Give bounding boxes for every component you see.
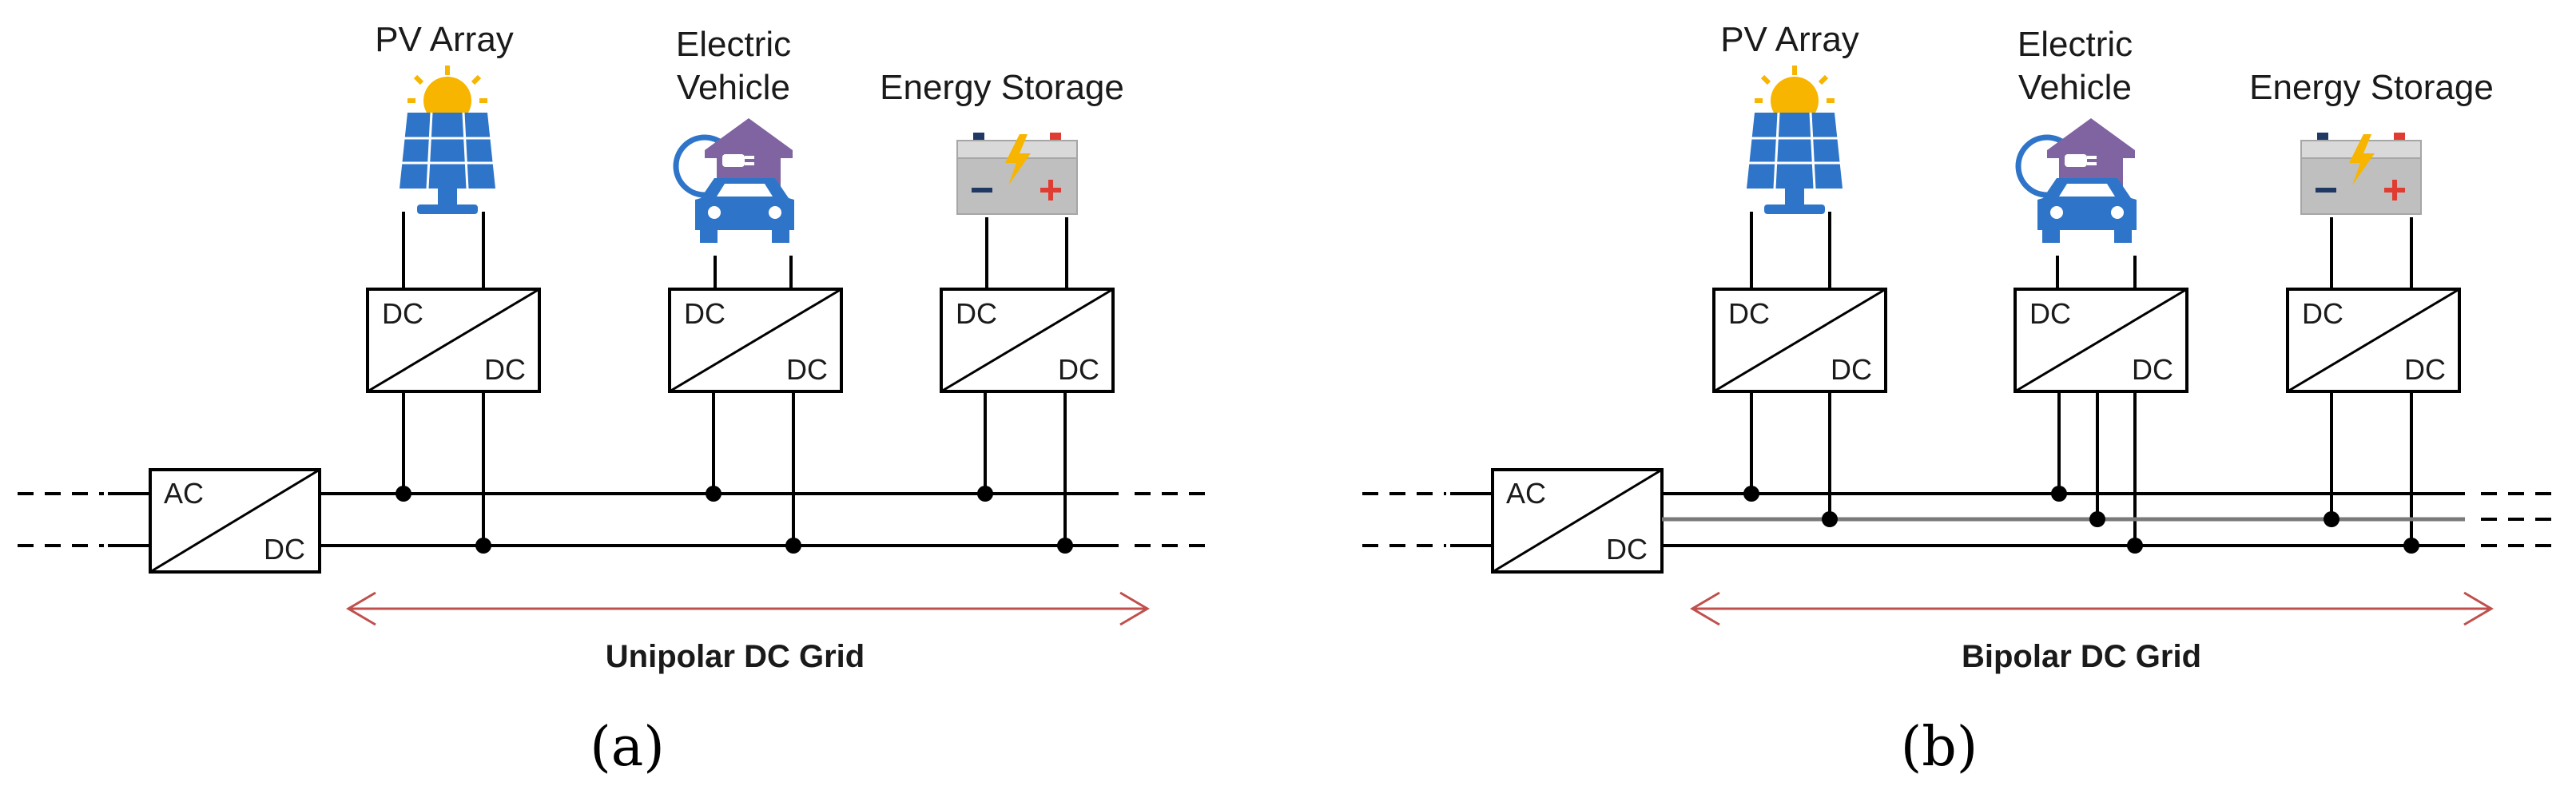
ev-label-line1: Electric [676,25,791,64]
pv-array-label: PV Array [1720,20,1859,59]
energy-storage-label: Energy Storage [2249,68,2494,107]
ev-label-line1: Electric [2017,25,2133,64]
converter-bottom-label: DC [786,353,828,386]
ac-dc-converter: AC DC [1491,468,1664,574]
junction-dots [1743,486,2419,554]
solar-panel-icon [1747,66,1843,214]
panel-label: (b) [1901,716,1978,779]
ac-dc-converter: AC DC [149,468,321,574]
junction-dots [396,486,1073,554]
converter-top-label: AC [164,477,204,510]
source-wires [402,212,1068,289]
source-wires [1750,212,2413,289]
converter-top-label: DC [2029,297,2071,330]
ev-dc-dc-converter: DC DC [668,288,843,393]
grid-type-label: Unipolar DC Grid [606,639,865,674]
solar-panel-icon [400,66,495,214]
battery-icon [2301,133,2421,214]
electric-vehicle-icon [2018,118,2137,243]
grid-type-label: Bipolar DC Grid [1962,639,2201,674]
pv-dc-dc-converter: DC DC [366,288,541,393]
converter-bottom-label: DC [484,353,526,386]
energy-storage-label: Energy Storage [880,68,1124,107]
converter-top-label: DC [1728,297,1770,330]
converter-top-label: DC [956,297,997,330]
converter-bottom-label: DC [2404,353,2446,386]
dc-bus [320,492,1214,547]
converter-bottom-label: DC [1058,353,1099,386]
panel-b: PV Array Electric Vehicle Energy Storage… [1362,20,2561,779]
ev-label-line2: Vehicle [2018,68,2132,107]
converter-bus-links [402,391,1067,546]
electric-vehicle-icon [676,118,794,243]
pv-dc-dc-converter: DC DC [1712,288,1887,393]
panel-label: (a) [590,716,665,779]
converter-top-label: AC [1506,477,1546,510]
converter-bottom-label: DC [1606,533,1648,566]
panel-a: PV Array Electric Vehicle Energy Storage… [18,20,1214,779]
grid-span-arrow [346,591,1150,626]
ev-label-line2: Vehicle [677,68,790,107]
dc-bus [1662,492,2561,547]
converter-bottom-label: DC [264,533,305,566]
ac-side-lines [18,492,150,547]
grid-span-arrow [1690,591,2494,626]
converter-top-label: DC [2302,297,2343,330]
ev-dc-dc-converter: DC DC [2013,288,2188,393]
battery-icon [957,133,1077,214]
converter-top-label: DC [684,297,725,330]
ac-side-lines [1362,492,1493,547]
pv-array-label: PV Array [375,20,514,59]
converter-bottom-label: DC [1831,353,1872,386]
storage-dc-dc-converter: DC DC [940,288,1115,393]
storage-dc-dc-converter: DC DC [2286,288,2461,393]
converter-bus-links [1750,391,2413,546]
converter-bottom-label: DC [2132,353,2173,386]
converter-top-label: DC [382,297,423,330]
